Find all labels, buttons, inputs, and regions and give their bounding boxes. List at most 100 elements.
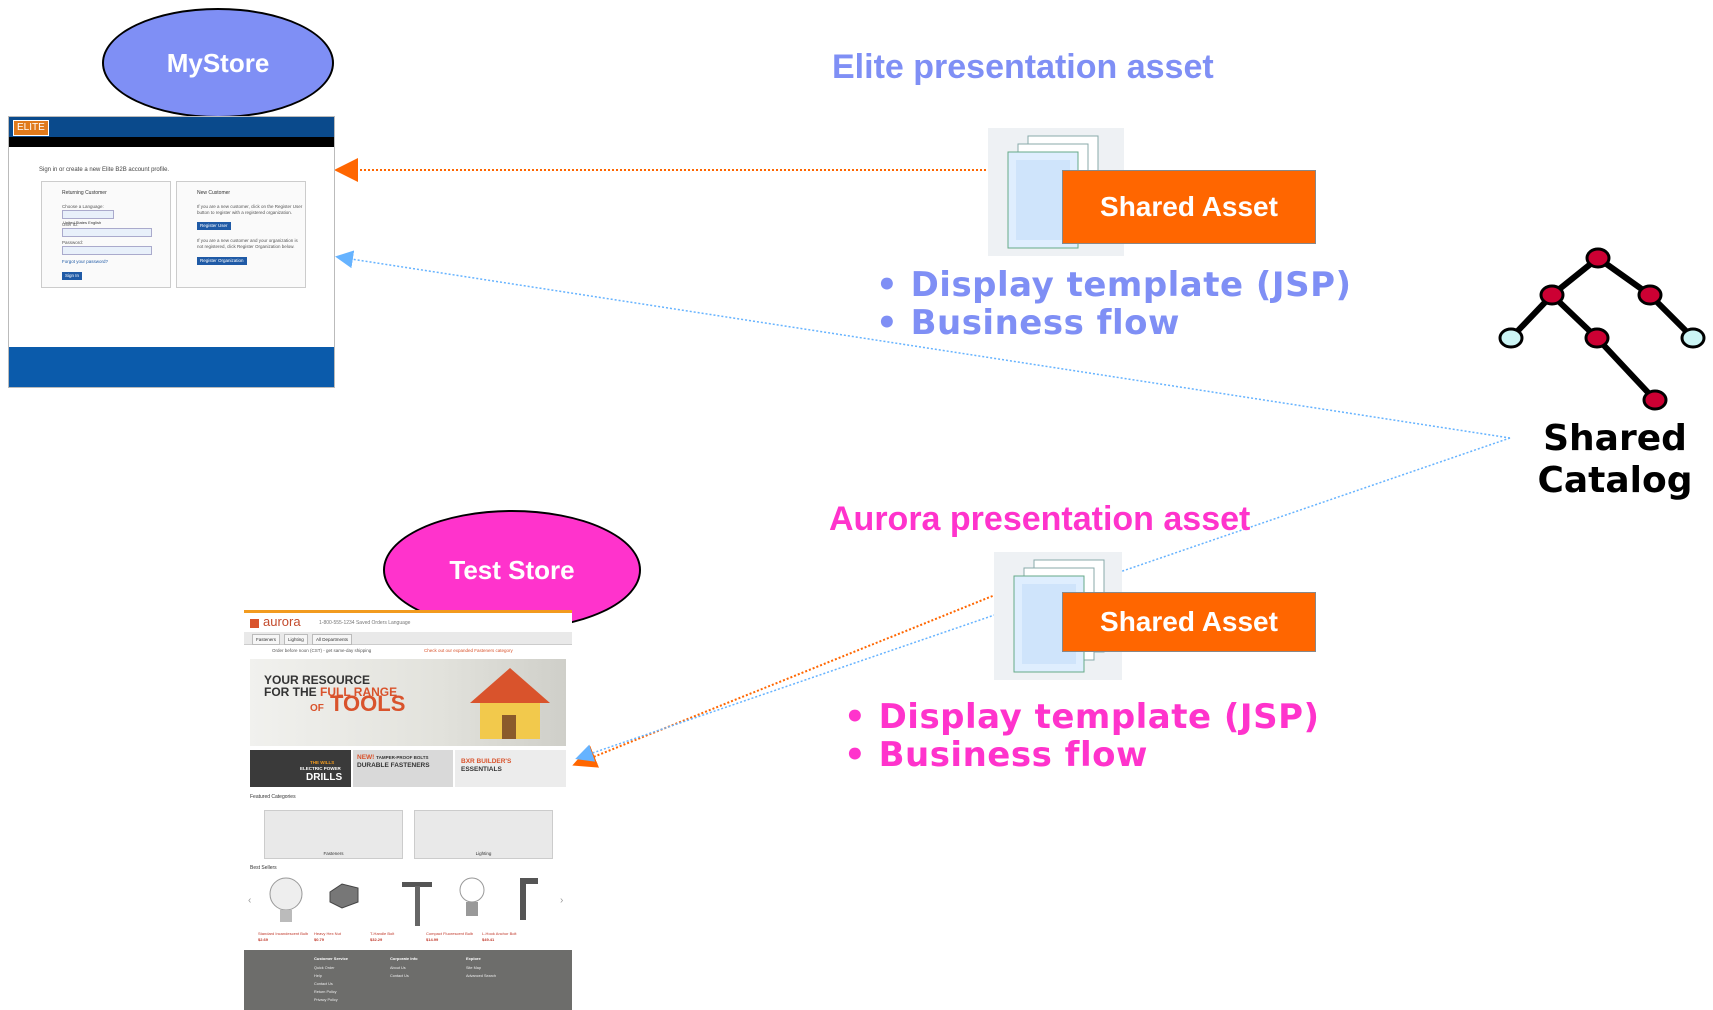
aurora-tile-fasteners[interactable]: NEW! TAMPER-PROOF BOLTS DURABLE FASTENER… — [353, 750, 453, 787]
shared-catalog-line1: Shared — [1543, 418, 1687, 459]
carousel-next-icon[interactable]: › — [560, 895, 564, 906]
returning-customer-title: Returning Customer — [62, 190, 107, 196]
aurora-shared-asset: Shared Asset — [1062, 592, 1316, 652]
aurora-promo-right[interactable]: Check out our expanded Fasteners categor… — [424, 648, 513, 653]
aurora-tile-essentials[interactable]: BXR BUILDER'S ESSENTIALS — [455, 750, 566, 787]
tile1-line2: ELECTRIC POWER — [300, 766, 341, 771]
aurora-tab-fasteners[interactable]: Fasteners — [252, 634, 281, 645]
aurora-hero-banner[interactable]: YOUR RESOURCE FOR THE FULL RANGE OF TOOL… — [250, 659, 566, 746]
aurora-tab-all-departments[interactable]: All Departments — [312, 634, 353, 645]
elite-bullet-business-flow: • Business flow — [876, 303, 1180, 343]
tile2-new: NEW! — [357, 754, 375, 761]
footer-link[interactable]: Contact Us — [314, 982, 333, 986]
register-organization-button[interactable]: Register Organization — [197, 257, 247, 265]
new-customer-text4: not registered, click Register Organizat… — [197, 244, 295, 249]
tile2-line2: DURABLE FASTENERS — [357, 762, 430, 769]
product-name[interactable]: Standard Incandescent Bulb — [258, 931, 309, 936]
category-fasteners-label: Fasteners — [323, 851, 344, 856]
forgot-password-link[interactable]: Forgot your password? — [62, 259, 109, 264]
elite-bullet-display-template: • Display template (JSP) — [876, 265, 1352, 305]
product-name[interactable]: Compact Fluorescent Bulb — [426, 931, 474, 936]
new-customer-text2: button to register with a registered org… — [197, 210, 293, 215]
new-customer-text3: If you are a new customer and your organ… — [197, 238, 298, 243]
userid-input[interactable] — [62, 228, 152, 237]
product-name[interactable]: T-Handle Bolt — [370, 931, 395, 936]
aurora-footer: Customer Service Quick Order Help Contac… — [244, 950, 572, 1010]
product-price: $0.79 — [314, 937, 325, 942]
aurora-heading: Aurora presentation asset — [829, 500, 1251, 538]
elite-signin-text: Sign in or create a new Elite B2B accoun… — [39, 167, 170, 173]
tile2-line1: NEW! TAMPER-PROOF BOLTS — [357, 754, 429, 761]
product-name[interactable]: L-Hook Anchor Bolt — [482, 931, 517, 936]
footer-link[interactable]: Site Map — [466, 966, 481, 970]
best-sellers-title: Best Sellers — [250, 865, 277, 871]
aurora-brand: aurora — [263, 614, 301, 629]
tile1-line1: THE WILLS — [310, 760, 335, 765]
footer-customer-service-head: Customer Service — [314, 956, 349, 961]
aurora-bullet-business-flow: • Business flow — [844, 735, 1148, 775]
footer-link[interactable]: Help — [314, 974, 322, 978]
category-lighting-label: Lighting — [475, 851, 492, 856]
footer-link[interactable]: Return Policy — [314, 990, 337, 994]
product-price: $32.29 — [370, 937, 383, 942]
aurora-store-screenshot: aurora 1-800-555-1234 Saved Orders Langu… — [244, 610, 572, 1010]
new-customer-panel: New Customer If you are a new customer, … — [176, 181, 306, 288]
elite-nav-bar — [9, 137, 334, 147]
tile3-line1: BXR BUILDER'S — [461, 758, 512, 765]
tile3-line2: ESSENTIALS — [461, 766, 502, 773]
elite-footer — [9, 347, 334, 387]
product-price: $49.41 — [482, 937, 495, 942]
category-lighting[interactable]: Lighting — [414, 810, 553, 859]
product-name[interactable]: Heavy Hex Nut — [314, 931, 341, 936]
language-select[interactable]: United States English — [62, 210, 114, 225]
hero-line3a: OF — [310, 703, 324, 714]
userid-label: User ID: — [62, 222, 79, 227]
language-value: United States English — [63, 220, 102, 225]
footer-explore-head: Explore — [466, 956, 481, 961]
elite-store-screenshot: ELITE Sign in or create a new Elite B2B … — [8, 116, 335, 388]
elite-shared-asset: Shared Asset — [1062, 170, 1316, 244]
footer-corporate-head: Corporate Info — [390, 956, 418, 961]
returning-customer-panel: Returning Customer Choose a Language: Un… — [41, 181, 171, 288]
catalog-to-elite-arrow — [335, 250, 1511, 439]
footer-link[interactable]: Quick Order — [314, 966, 335, 970]
mystore-label: MyStore — [166, 47, 270, 78]
product-price: $14.99 — [426, 937, 439, 942]
best-sellers-images — [269, 877, 538, 926]
footer-link[interactable]: Privacy Policy — [314, 998, 338, 1002]
tile1-line3: DRILLS — [306, 772, 343, 783]
hero-line2b: FULL RANGE — [320, 685, 398, 699]
footer-link[interactable]: Contact Us — [390, 974, 409, 978]
category-fasteners[interactable]: Fasteners — [264, 810, 403, 859]
catalog-tree-icon — [1498, 247, 1706, 411]
aurora-asset-arrow — [572, 592, 1001, 768]
hero-line2: FOR THE FULL RANGE — [264, 685, 397, 699]
footer-link[interactable]: Advanced Search — [466, 974, 496, 978]
teststore-label: Test Store — [449, 554, 575, 585]
aurora-tab-lighting[interactable]: Lighting — [284, 634, 308, 645]
elite-logo: ELITE — [13, 120, 49, 136]
footer-link[interactable]: About Us — [390, 966, 406, 970]
hero-line1: YOUR RESOURCE — [264, 673, 371, 687]
language-label: Choose a Language: — [62, 204, 104, 209]
product-price: $2.69 — [258, 937, 269, 942]
new-customer-text1: If you are a new customer, click on the … — [197, 204, 303, 209]
aurora-top-bar — [244, 610, 572, 613]
new-customer-title: New Customer — [197, 190, 231, 196]
password-label: Password: — [62, 240, 84, 245]
hero-line2a: FOR THE — [264, 685, 317, 699]
signin-button[interactable]: Sign In — [62, 272, 83, 280]
carousel-prev-icon[interactable]: ‹ — [248, 895, 252, 906]
mystore-ellipse: MyStore — [102, 8, 334, 118]
shared-catalog-line2: Catalog — [1537, 460, 1693, 501]
aurora-promo-left: Order before noon (CST) - get same-day s… — [272, 648, 372, 653]
aurora-logo-icon — [250, 619, 259, 628]
hero-line3: OF TOOLS — [310, 691, 405, 717]
aurora-tile-drills[interactable]: THE WILLS ELECTRIC POWER DRILLS — [250, 750, 351, 787]
shared-catalog-label: Shared Catalog — [1520, 418, 1710, 502]
hero-line3b: TOOLS — [330, 691, 406, 716]
aurora-top-links: 1-800-555-1234 Saved Orders Language — [319, 620, 411, 626]
register-user-button[interactable]: Register User — [197, 222, 231, 230]
password-input[interactable] — [62, 246, 152, 255]
aurora-bullets: • Display template (JSP) • Business flow — [844, 698, 1320, 774]
